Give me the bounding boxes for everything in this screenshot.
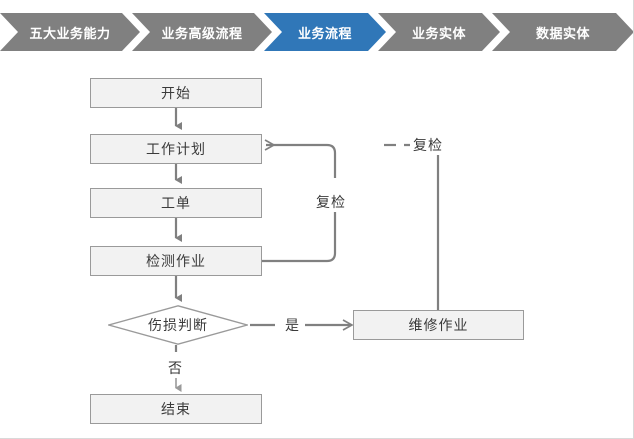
flow-node-inspect[interactable]: 检测作业 [90, 246, 262, 276]
flow-node-start[interactable]: 开始 [90, 78, 262, 108]
diamond-icon [108, 305, 248, 345]
flow-node-repair[interactable]: 维修作业 [353, 310, 524, 340]
flow-node-label: 工作计划 [146, 142, 206, 158]
breadcrumb-item-4[interactable]: 业务实体 [378, 13, 500, 51]
flow-node-label: 结束 [161, 402, 191, 418]
flow-node-workorder[interactable]: 工单 [90, 188, 262, 218]
flow-node-label: 检测作业 [146, 254, 206, 270]
chevron-icon [0, 13, 140, 51]
flow-node-workplan[interactable]: 工作计划 [90, 134, 262, 164]
chevron-icon [378, 13, 500, 51]
chevron-icon [264, 13, 386, 51]
edge-recheck-outer [404, 143, 440, 310]
flow-node-label: 工单 [161, 196, 191, 212]
breadcrumb-item-5[interactable]: 数据实体 [492, 13, 633, 51]
flow-node-end[interactable]: 结束 [90, 394, 262, 424]
flow-edge-label-no: 否 [165, 358, 186, 378]
chevron-icon [492, 13, 633, 51]
flow-edge-label-recheck-outer: 复检 [410, 135, 446, 155]
flow-node-damage[interactable]: 伤损判断 [108, 305, 248, 345]
breadcrumb-item-3[interactable]: 业务流程 [264, 13, 386, 51]
flow-edge-label-yes: 是 [282, 315, 303, 335]
breadcrumb: 五大业务能力业务高级流程业务流程业务实体数据实体 [0, 13, 633, 51]
edge-recheck-inner-upper [264, 139, 337, 178]
flow-node-label: 伤损判断 [148, 318, 208, 334]
flow-edge-label-recheck-inner: 复检 [313, 192, 349, 212]
breadcrumb-item-1[interactable]: 五大业务能力 [0, 13, 140, 51]
flow-node-label: 开始 [161, 86, 191, 102]
edge-recheck-inner-lower [262, 210, 337, 263]
chevron-icon [132, 13, 272, 51]
flow-node-label: 维修作业 [408, 318, 469, 334]
breadcrumb-item-2[interactable]: 业务高级流程 [132, 13, 272, 51]
